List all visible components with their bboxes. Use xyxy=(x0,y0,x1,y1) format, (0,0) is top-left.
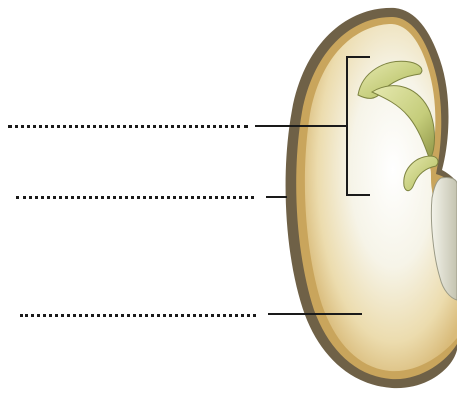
label-blank-2[interactable] xyxy=(16,196,254,199)
label-blank-1[interactable] xyxy=(8,125,248,128)
label-blank-3[interactable] xyxy=(20,314,256,317)
